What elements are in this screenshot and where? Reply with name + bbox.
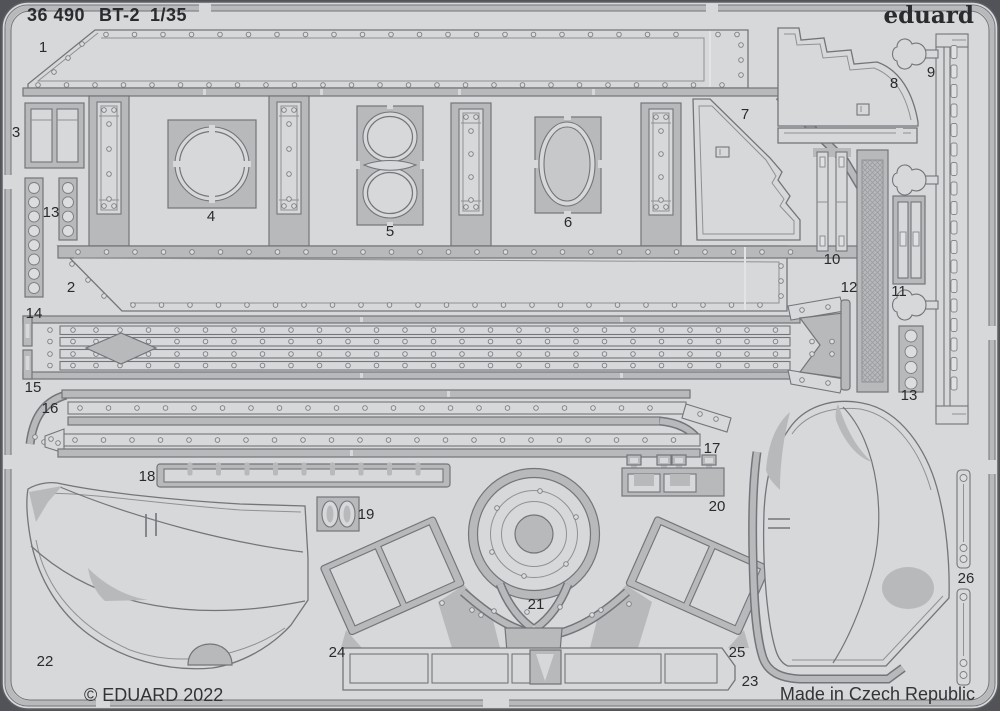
part-number-label: 15 bbox=[25, 379, 42, 396]
part-number-label: 5 bbox=[386, 223, 394, 240]
part-number-label: 8 bbox=[890, 75, 898, 92]
part-26-shape bbox=[762, 400, 971, 686]
part-23-shape bbox=[748, 451, 906, 684]
part-number-label: 1 bbox=[39, 39, 47, 56]
copyright-text: © EDUARD 2022 bbox=[84, 685, 223, 705]
kit-name: BT-2 bbox=[99, 5, 140, 25]
part-11-shape bbox=[892, 195, 926, 285]
part-number-label: 18 bbox=[139, 468, 156, 485]
clover-connectors bbox=[891, 38, 939, 321]
part-number-label: 26 bbox=[958, 570, 975, 587]
header: 36 490 BT-2 1/35 eduard bbox=[27, 2, 974, 29]
part-number-label: 4 bbox=[207, 208, 215, 225]
part-13-right-shape bbox=[898, 325, 924, 393]
part-14-15-shape bbox=[22, 296, 851, 394]
part-10-shape bbox=[813, 148, 851, 256]
part-number-label: 10 bbox=[824, 251, 841, 268]
part-2-shape bbox=[56, 245, 869, 312]
made-in-text: Made in Czech Republic bbox=[780, 684, 975, 704]
part-3-shape bbox=[24, 102, 85, 169]
part-number-labels: 1 2 3 4 5 6 7 8 9 10 11 12 13 13 14 15 1… bbox=[12, 39, 975, 690]
part-number-label: 19 bbox=[358, 506, 375, 523]
part-20-hooks bbox=[626, 454, 717, 470]
brand-logo: eduard bbox=[883, 2, 974, 29]
part-number-label: 16 bbox=[42, 400, 59, 417]
part-number-label: 20 bbox=[709, 498, 726, 515]
part-16-shape bbox=[25, 389, 732, 445]
bottom-bar-shape bbox=[342, 582, 736, 691]
part-26-strips bbox=[956, 469, 971, 686]
part-18-shape bbox=[156, 462, 451, 488]
part-number-label: 3 bbox=[12, 124, 20, 141]
part-number-label: 12 bbox=[841, 279, 858, 296]
part-number-label: 11 bbox=[891, 283, 907, 300]
part-number-label: 13 bbox=[43, 204, 60, 221]
part-25-shape bbox=[555, 516, 770, 648]
part-number-label: 7 bbox=[741, 106, 749, 123]
part-number-label: 22 bbox=[37, 653, 54, 670]
part-8-shape bbox=[777, 27, 919, 144]
part-22-shape bbox=[26, 482, 309, 670]
part-9-shape bbox=[891, 33, 969, 425]
catalog-number: 36 490 bbox=[27, 5, 85, 25]
part-12-shape bbox=[856, 149, 889, 393]
part-number-label: 17 bbox=[704, 440, 721, 457]
footer: © EDUARD 2022 Made in Czech Republic bbox=[84, 684, 975, 705]
part-13-left-shape bbox=[24, 177, 78, 298]
part-1-shape bbox=[27, 29, 749, 89]
part-number-label: 14 bbox=[26, 305, 43, 322]
scale: 1/35 bbox=[150, 5, 187, 25]
part-number-label: 23 bbox=[742, 673, 759, 690]
fret-border bbox=[4, 4, 996, 707]
part-19-shape bbox=[316, 496, 360, 532]
part-20-shape bbox=[621, 454, 725, 497]
part-4-shape bbox=[167, 119, 257, 209]
part-number-label: 13 bbox=[901, 387, 918, 404]
part-number-label: 21 bbox=[528, 596, 545, 613]
part-6-shape bbox=[533, 115, 603, 216]
part-7-shape bbox=[692, 98, 801, 241]
part-number-label: 9 bbox=[927, 64, 935, 81]
part-21-shape bbox=[467, 467, 601, 601]
part-number-label: 24 bbox=[329, 644, 346, 661]
part-17-shape bbox=[44, 428, 701, 458]
part-number-label: 25 bbox=[729, 644, 746, 661]
part-number-label: 6 bbox=[564, 214, 572, 231]
part-number-label: 2 bbox=[67, 279, 75, 296]
part-5-shape bbox=[355, 104, 425, 227]
